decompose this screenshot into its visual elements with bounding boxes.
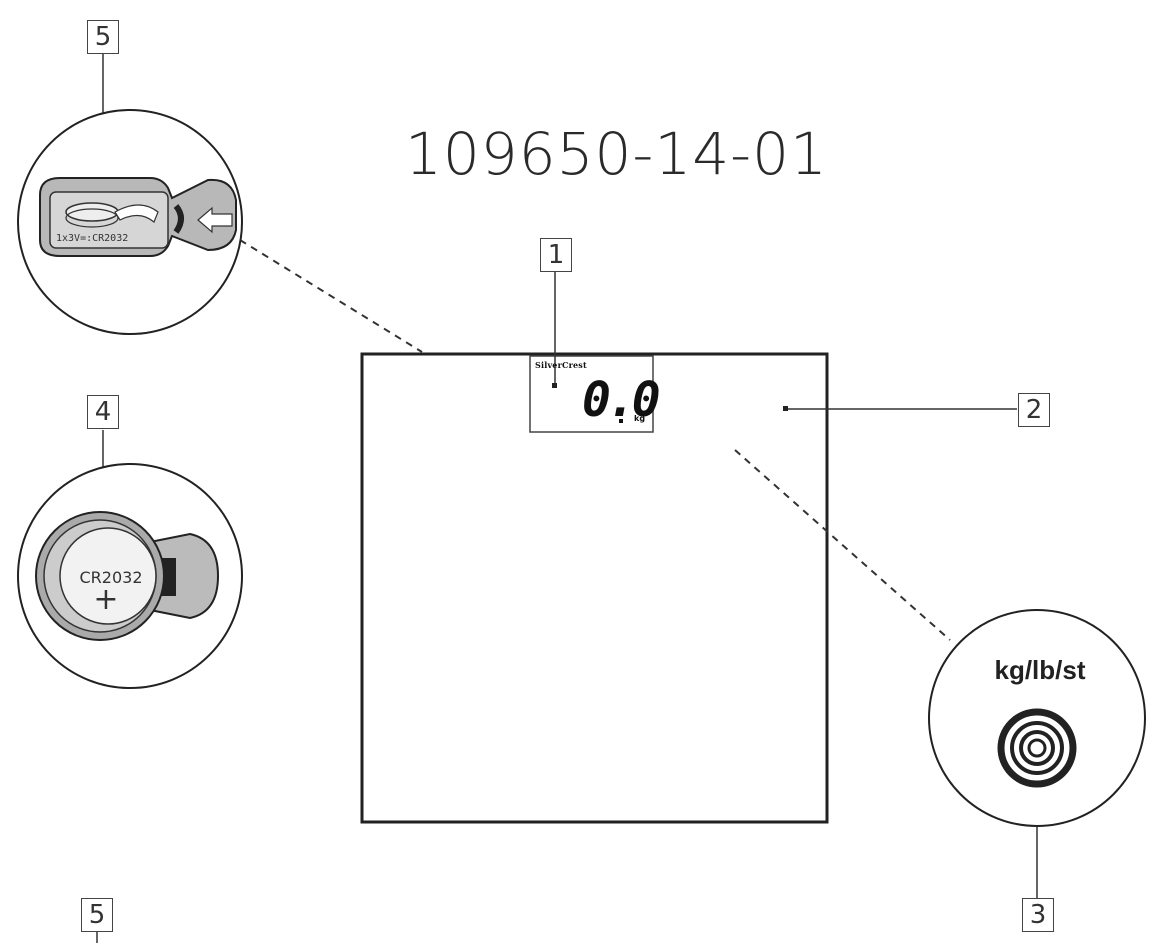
lcd-marker bbox=[552, 383, 557, 388]
lcd-decimal-dot bbox=[619, 419, 623, 423]
unit-button-label: kg/lb/st bbox=[994, 655, 1086, 685]
callout-3: 3 bbox=[1022, 898, 1054, 932]
callout-1: 1 bbox=[540, 238, 572, 272]
lcd-reading: 0.0 bbox=[582, 372, 661, 428]
lcd-display bbox=[529, 355, 654, 433]
callout-4: 4 bbox=[87, 395, 119, 429]
lcd-unit: kg bbox=[634, 414, 646, 423]
coin-cell-polarity: + bbox=[93, 582, 119, 617]
lcd-brand-logo: SilverCrest bbox=[535, 360, 587, 370]
callout-5-bottom: 5 bbox=[81, 898, 113, 932]
document-id: 109650-14-01 bbox=[405, 120, 828, 188]
zoom-circle-unit-button bbox=[928, 609, 1146, 827]
battery-compartment-label: 1x3V=:CR2032 bbox=[56, 233, 129, 244]
callout-5-top: 5 bbox=[87, 20, 119, 54]
scale-platform bbox=[360, 352, 829, 824]
unit-button-icon bbox=[997, 708, 1077, 788]
leader-dashed-button bbox=[734, 449, 951, 641]
coin-cell-type: CR2032 bbox=[79, 568, 143, 587]
leader-2-dot bbox=[783, 406, 788, 411]
coin-cell-illustration bbox=[35, 511, 220, 641]
battery-compartment-illustration bbox=[39, 177, 237, 257]
callout-2: 2 bbox=[1018, 393, 1050, 427]
leader-dashed-battery bbox=[239, 239, 423, 353]
